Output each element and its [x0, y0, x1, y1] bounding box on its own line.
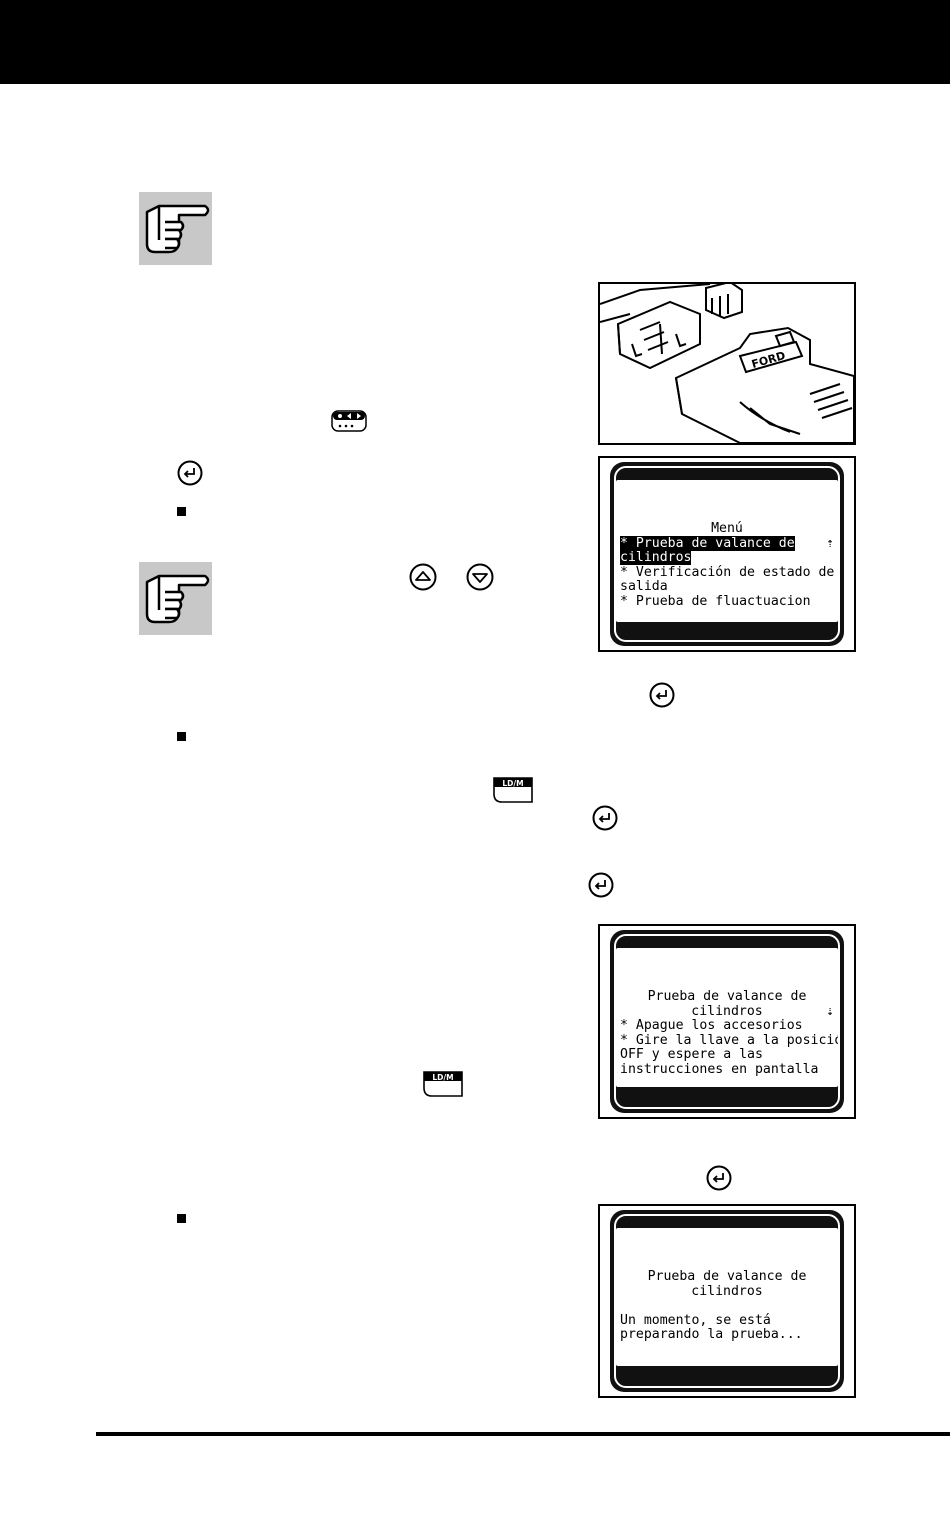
- header-bar: [0, 0, 950, 84]
- scanner-screen-preparing: Prueba de valance de cilindros Un moment…: [598, 1204, 856, 1398]
- menu-item-selected-cont[interactable]: cilindros: [620, 550, 692, 565]
- menu-item[interactable]: * Verificación de estado de: [620, 564, 835, 580]
- link-button-icon: [331, 410, 367, 436]
- menu-item-selected[interactable]: * Prueba de valance de: [620, 535, 795, 551]
- up-button-icon: [409, 563, 437, 595]
- menu-title: Menú: [711, 521, 743, 536]
- enter-button-icon: [177, 460, 203, 490]
- bullet-square: [177, 1214, 186, 1223]
- connector-photo: FORD: [598, 282, 856, 445]
- screen-title-cont: cilindros: [691, 1283, 763, 1299]
- scanner-screen-instructions: Prueba de valance de cilindros * Apague …: [598, 924, 856, 1119]
- note-hand-icon: [139, 562, 212, 635]
- enter-button-icon: [588, 872, 614, 902]
- screen-title: Prueba de valance de: [647, 1269, 807, 1284]
- screen-title-cont: cilindros: [691, 1003, 763, 1019]
- enter-button-icon: [706, 1165, 732, 1195]
- menu-item[interactable]: * Prueba de fluactuacion: [620, 593, 811, 609]
- note-hand-icon: [139, 192, 212, 265]
- menu-item-cont[interactable]: salida: [620, 579, 668, 594]
- svg-text:LD/M: LD/M: [432, 1073, 453, 1082]
- ldm-button-icon: LD/M: [492, 776, 534, 808]
- scroll-up-icon: ⇡: [826, 536, 834, 551]
- footer-rule: [96, 1432, 950, 1436]
- instruction-line: OFF y espere a las: [620, 1047, 763, 1062]
- instruction-line: * Apague los accesorios: [620, 1018, 803, 1033]
- ldm-button-icon: LD/M: [422, 1070, 464, 1102]
- status-line: preparando la prueba...: [620, 1327, 803, 1342]
- status-line: Un momento, se está: [620, 1312, 771, 1328]
- enter-button-icon: [592, 805, 618, 835]
- instruction-line: instrucciones en pantalla: [620, 1061, 819, 1077]
- instruction-line: * Gire la llave a la posición: [620, 1032, 838, 1048]
- scroll-down-icon: ⇣: [826, 1004, 834, 1019]
- enter-button-icon: [649, 682, 675, 712]
- svg-text:LD/M: LD/M: [502, 779, 523, 788]
- bullet-square: [177, 507, 186, 516]
- down-button-icon: [466, 563, 494, 595]
- scanner-screen-menu: Menú * Prueba de valance de cilindros * …: [598, 456, 856, 652]
- bullet-square: [177, 732, 186, 741]
- screen-title: Prueba de valance de: [647, 989, 807, 1004]
